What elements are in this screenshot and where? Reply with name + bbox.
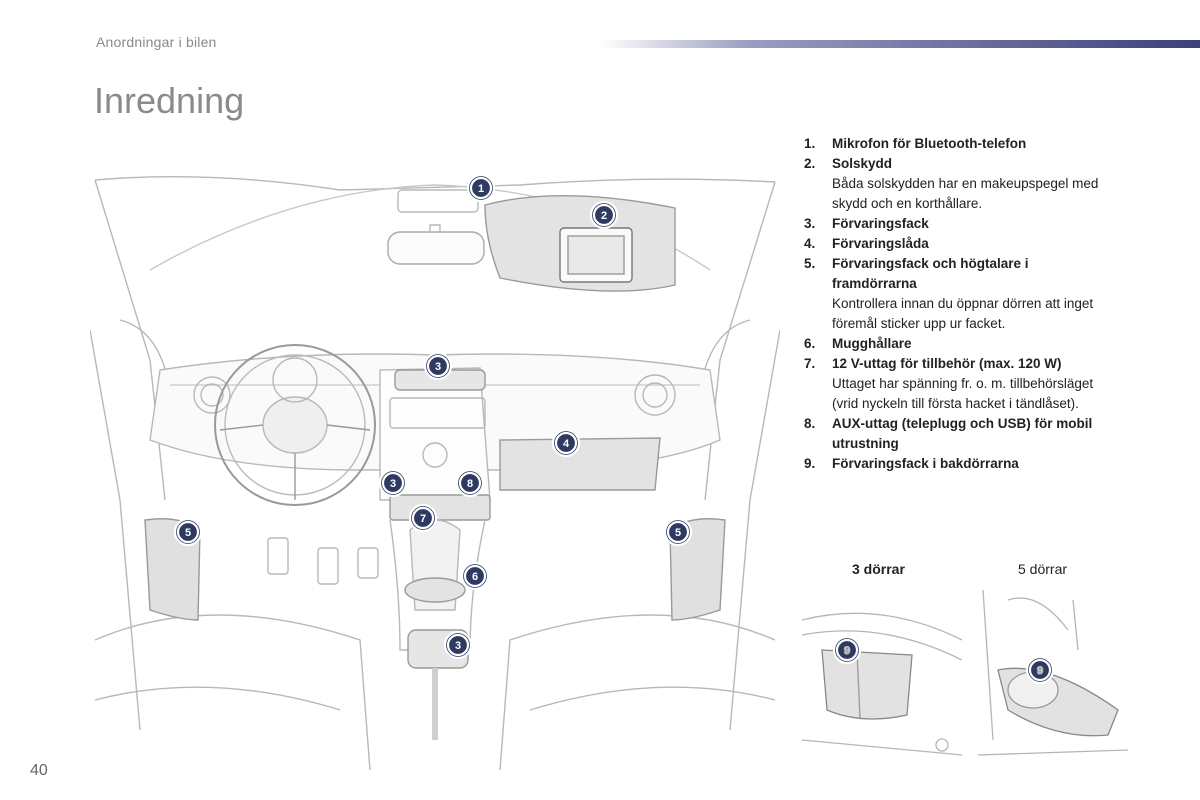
marker-1: 1 (466, 173, 496, 203)
legend-item: 1.Mikrofon för Bluetooth-telefon (804, 136, 1027, 151)
legend-item: 3.Förvaringsfack (804, 216, 929, 231)
marker-3-bottom: 3 (443, 630, 473, 660)
svg-text:9: 9 (844, 645, 850, 657)
marker-4: 4 (551, 428, 581, 458)
three-door-pocket-illustration: 9 (801, 590, 963, 762)
svg-text:8: 8 (467, 478, 473, 490)
marker-5-right: 5 (663, 517, 693, 547)
legend-item: 6.Mugghållare (804, 336, 912, 351)
svg-text:6: 6 (472, 571, 478, 583)
interior-illustration: 1 2 3 4 3 8 7 5 5 6 3 (89, 170, 781, 771)
page-title: Inredning (94, 80, 245, 121)
section-title: Anordningar i bilen (96, 34, 217, 50)
marker-3-middle: 3 (378, 468, 408, 498)
svg-text:3: 3 (435, 361, 441, 373)
marker-2: 2 (589, 200, 619, 230)
svg-text:9: 9 (1037, 665, 1043, 677)
variant-label-5-door: 5 dörrar (1018, 561, 1068, 577)
svg-text:3: 3 (455, 640, 461, 652)
legend-item: 7.12 V-uttag för tillbehör (max. 120 W)U… (804, 356, 1094, 411)
legend-item: 4.Förvaringslåda (804, 236, 929, 251)
svg-text:4: 4 (563, 438, 570, 450)
svg-text:5: 5 (675, 527, 681, 539)
header-gradient-bar (600, 40, 1200, 48)
marker-8: 8 (455, 468, 485, 498)
legend-item: 5.Förvaringsfack och högtalare i framdör… (804, 256, 1094, 331)
marker-7: 7 (408, 503, 438, 533)
svg-text:1: 1 (478, 183, 484, 195)
marker-9-three-door: 9 (832, 635, 862, 665)
marker-5-left: 5 (173, 517, 203, 547)
five-door-pocket-illustration: 9 (977, 589, 1129, 762)
page-number: 40 (30, 762, 48, 779)
marker-9-five-door: 9 (1025, 655, 1055, 685)
svg-text:2: 2 (601, 210, 607, 222)
variant-label-3-door: 3 dörrar (852, 561, 905, 577)
legend-list: 1.Mikrofon för Bluetooth-telefon 2.Solsk… (804, 134, 1114, 474)
svg-text:3: 3 (390, 478, 396, 490)
marker-3-top: 3 (423, 351, 453, 381)
legend-item: 9.Förvaringsfack i bakdörrarna (804, 456, 1019, 471)
svg-text:7: 7 (420, 513, 426, 525)
svg-text:5: 5 (185, 527, 191, 539)
marker-6: 6 (460, 561, 490, 591)
legend-item: 8.AUX-uttag (teleplugg och USB) för mobi… (804, 416, 1093, 451)
